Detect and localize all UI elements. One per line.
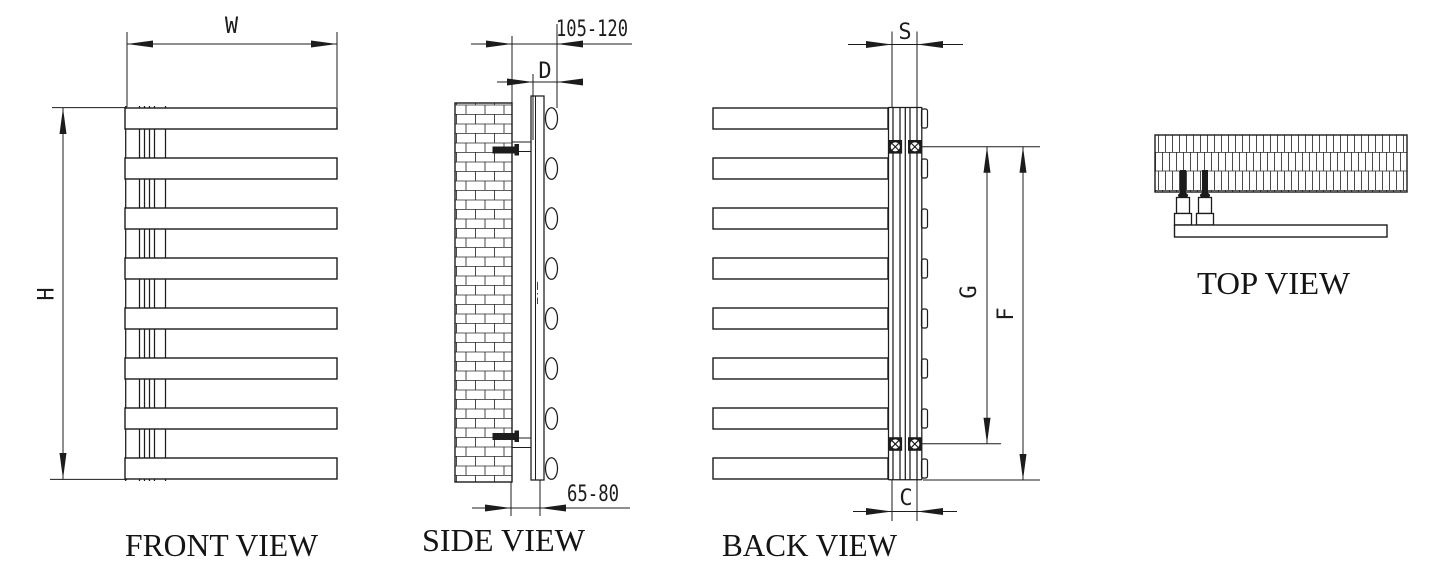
towel-rails-back <box>712 107 889 480</box>
wall-section-top <box>1154 134 1408 193</box>
towel-rail <box>124 457 338 480</box>
rail-section <box>544 207 559 230</box>
rail-section <box>544 357 559 380</box>
axis-offset-dimension: 65-80 <box>472 480 630 516</box>
vertical-collector-back <box>887 106 923 481</box>
wall-bracket-top-left <box>887 139 903 155</box>
towel-rail <box>124 107 338 130</box>
front-offset-dimension: 105-120 <box>471 17 632 108</box>
towel-rail <box>712 107 889 130</box>
side-view-label: SIDE VIEW <box>422 522 586 558</box>
wall-section-side <box>454 102 513 483</box>
front-view: W H FRONT VIEW <box>35 14 338 563</box>
towel-rail <box>712 207 889 230</box>
arrowhead <box>59 453 67 479</box>
anchor-bolt <box>492 433 516 440</box>
arrowhead <box>540 504 566 512</box>
anchor-bolt-head <box>514 430 519 442</box>
vertical-collector-lines <box>125 106 167 481</box>
arrowhead <box>311 40 337 48</box>
arrowhead <box>1019 454 1027 480</box>
f-dimension: F <box>923 146 1040 481</box>
arrowhead <box>557 40 583 48</box>
arrowhead <box>485 504 511 512</box>
rail-section <box>544 257 559 280</box>
wall-bracket-bottom-right <box>907 436 923 452</box>
c-dimension: C <box>853 480 957 521</box>
towel-rail <box>712 457 889 480</box>
s-dimension: S <box>848 20 963 107</box>
arrowhead <box>917 41 943 48</box>
dim-label-f: F <box>994 307 1019 320</box>
arrowhead <box>1019 146 1027 173</box>
back-view-label: BACK VIEW <box>722 527 898 563</box>
front-view-label: FRONT VIEW <box>125 527 319 563</box>
towel-rail <box>124 357 338 380</box>
arrowhead <box>59 108 67 134</box>
dim-label-h: H <box>35 287 60 300</box>
arrowhead <box>983 146 991 173</box>
top-view: TOP VIEW <box>1154 134 1408 301</box>
wall-bracket-bottom-left <box>887 436 903 452</box>
side-view: 105-120 D 65-80 SIDE VIEW <box>422 17 632 558</box>
towel-rail <box>124 407 338 430</box>
arrowhead <box>983 417 991 444</box>
rail-section <box>544 307 559 330</box>
towel-rail <box>712 357 889 380</box>
rail-top-view <box>1173 224 1388 238</box>
d-dimension: D <box>497 59 583 140</box>
wall-bracket-top-right <box>907 139 923 155</box>
dim-label-g: G <box>957 285 982 298</box>
towel-rail <box>124 307 338 330</box>
anchor-bolt-head <box>514 144 519 156</box>
arrowhead <box>486 40 512 48</box>
dim-label-105-120: 105-120 <box>556 17 628 42</box>
towel-rail <box>124 157 338 180</box>
towel-rails-front <box>124 107 338 480</box>
towel-rail <box>124 207 338 230</box>
anchor-bolt <box>492 146 516 154</box>
dim-label-d: D <box>538 59 551 84</box>
arrowhead <box>507 78 533 86</box>
towel-rail <box>712 307 889 330</box>
towel-rail <box>712 157 889 180</box>
rail-section <box>544 457 559 480</box>
rail-section <box>544 407 559 430</box>
arrowhead <box>127 40 153 48</box>
towel-rail <box>124 257 338 280</box>
towel-rail <box>712 257 889 280</box>
arrowhead <box>866 508 892 515</box>
g-dimension: G <box>922 146 1040 445</box>
rail-section <box>544 107 559 130</box>
rail-section <box>544 157 559 180</box>
towel-rail <box>712 407 889 430</box>
dim-label-w: W <box>225 14 239 39</box>
arrowhead <box>557 78 583 86</box>
rail-cross-sections <box>544 107 559 480</box>
vertical-collector-side <box>530 95 545 481</box>
dim-label-c: C <box>899 486 912 511</box>
top-view-label: TOP VIEW <box>1197 265 1351 301</box>
arrowhead <box>917 508 943 515</box>
dim-label-s: S <box>898 20 911 45</box>
w-dimension: W <box>126 14 338 107</box>
h-dimension: H <box>35 107 127 480</box>
dim-label-65-80: 65-80 <box>567 482 619 507</box>
arrowhead <box>866 41 892 48</box>
back-view: S C G F BACK VIEW <box>712 20 1040 563</box>
